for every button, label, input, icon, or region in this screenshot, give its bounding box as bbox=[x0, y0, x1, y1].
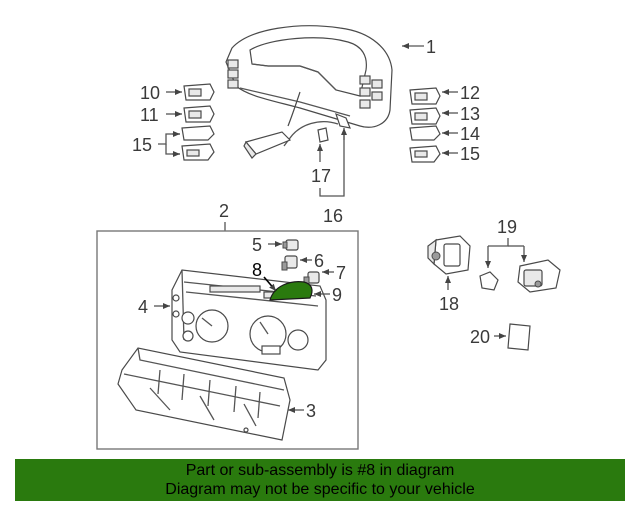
part-19-knob[interactable] bbox=[479, 271, 499, 291]
callout-4: 4 bbox=[138, 297, 148, 317]
part-13-switch[interactable] bbox=[409, 107, 441, 125]
callout-15-left: 15 bbox=[132, 135, 152, 155]
part-8-gauge-highlighted[interactable] bbox=[269, 281, 313, 301]
part-18-switch[interactable] bbox=[427, 235, 471, 275]
part-6-bulb[interactable] bbox=[281, 255, 298, 271]
part-12-switch[interactable] bbox=[409, 87, 441, 105]
callout-9: 9 bbox=[332, 285, 342, 305]
callout-10: 10 bbox=[140, 83, 160, 103]
part-20-cover[interactable] bbox=[507, 323, 531, 351]
callout-6: 6 bbox=[314, 251, 324, 271]
part-1-cluster-bezel[interactable] bbox=[225, 25, 393, 128]
callout-7: 7 bbox=[336, 263, 346, 283]
part-19-switch[interactable] bbox=[517, 259, 561, 293]
callout-20: 20 bbox=[470, 327, 490, 347]
part-10-switch[interactable] bbox=[183, 83, 215, 101]
parts-diagram: 1 10 11 15 12 13 1 bbox=[96, 25, 561, 450]
callout-12: 12 bbox=[460, 83, 480, 103]
part-14-switch[interactable] bbox=[409, 125, 441, 141]
callout-2: 2 bbox=[219, 201, 229, 221]
callout-18: 18 bbox=[439, 294, 459, 314]
callout-17: 17 bbox=[311, 166, 331, 186]
notice-banner: Part or sub-assembly is #8 in diagram Di… bbox=[15, 459, 625, 501]
notice-line-1: Part or sub-assembly is #8 in diagram bbox=[185, 462, 455, 479]
callout-19: 19 bbox=[497, 217, 517, 237]
callout-5: 5 bbox=[252, 235, 262, 255]
part-15-switch-right[interactable] bbox=[409, 145, 441, 163]
callout-14: 14 bbox=[460, 124, 480, 144]
callout-8: 8 bbox=[252, 260, 262, 280]
callout-16: 16 bbox=[323, 206, 343, 226]
callout-13: 13 bbox=[460, 104, 480, 124]
callout-15-right: 15 bbox=[460, 144, 480, 164]
part-15-switch-left[interactable] bbox=[181, 125, 215, 161]
harness-connector[interactable] bbox=[243, 112, 351, 159]
part-3-cluster-lens[interactable] bbox=[117, 347, 291, 441]
callout-11: 11 bbox=[140, 105, 159, 125]
part-5-bulb[interactable] bbox=[282, 239, 299, 251]
callout-1: 1 bbox=[426, 37, 436, 57]
subassembly-2-box bbox=[96, 230, 359, 450]
callout-3: 3 bbox=[306, 401, 316, 421]
notice-line-2: Diagram may not be specific to your vehi… bbox=[165, 481, 475, 498]
part-11-switch[interactable] bbox=[183, 105, 215, 123]
